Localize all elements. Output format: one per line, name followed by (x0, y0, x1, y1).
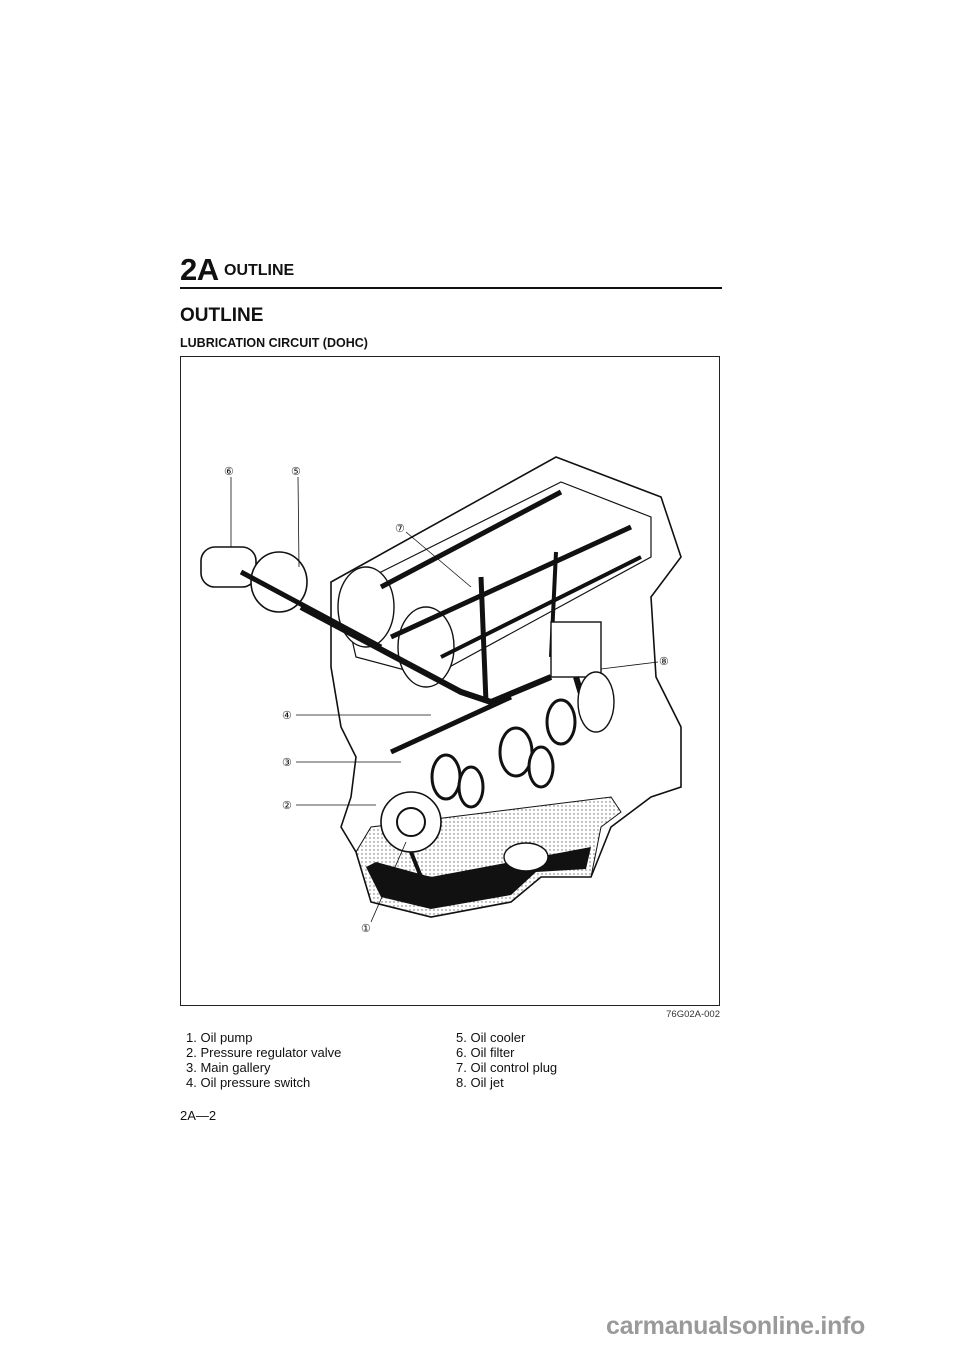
legend-item: 5. Oil cooler (456, 1030, 526, 1045)
figure-code: 76G02A-002 (666, 1009, 720, 1020)
callout-3: ③ (282, 757, 292, 769)
callout-2: ② (282, 800, 292, 812)
lubrication-circuit-figure: ① ② ③ ④ ⑤ ⑥ ⑦ ⑧ (180, 356, 720, 1006)
legend-item: 3. Main gallery (186, 1060, 271, 1075)
callout-6: ⑥ (224, 466, 234, 478)
legend-item: 2. Pressure regulator valve (186, 1045, 342, 1060)
watermark-link[interactable]: carmanualsonline.info (606, 1312, 866, 1340)
callout-1: ① (361, 923, 371, 935)
page-title: OUTLINE (180, 305, 264, 326)
legend-item: 7. Oil control plug (456, 1060, 558, 1075)
callout-5: ⑤ (291, 466, 301, 478)
legend-item: 4. Oil pressure switch (186, 1075, 311, 1090)
legend-item: 6. Oil filter (456, 1045, 515, 1060)
section-number: 2A (180, 252, 219, 287)
figure-subtitle: LUBRICATION CIRCUIT (DOHC) (180, 336, 368, 350)
legend-item: 1. Oil pump (186, 1030, 253, 1045)
callout-4: ④ (282, 710, 292, 722)
header-rule (180, 287, 722, 289)
callout-8: ⑧ (659, 656, 669, 668)
callout-7: ⑦ (395, 523, 405, 535)
engine-illustration: ① ② ③ ④ ⑤ ⑥ ⑦ ⑧ (200, 456, 682, 935)
legend-right: 5. Oil cooler 6. Oil filter 7. Oil contr… (456, 1030, 557, 1090)
legend-left: 1. Oil pump 2. Pressure regulator valve … (186, 1030, 341, 1090)
legend-item: 8. Oil jet (456, 1075, 504, 1090)
page-number: 2A—2 (180, 1108, 217, 1123)
section-title: OUTLINE (224, 262, 295, 279)
